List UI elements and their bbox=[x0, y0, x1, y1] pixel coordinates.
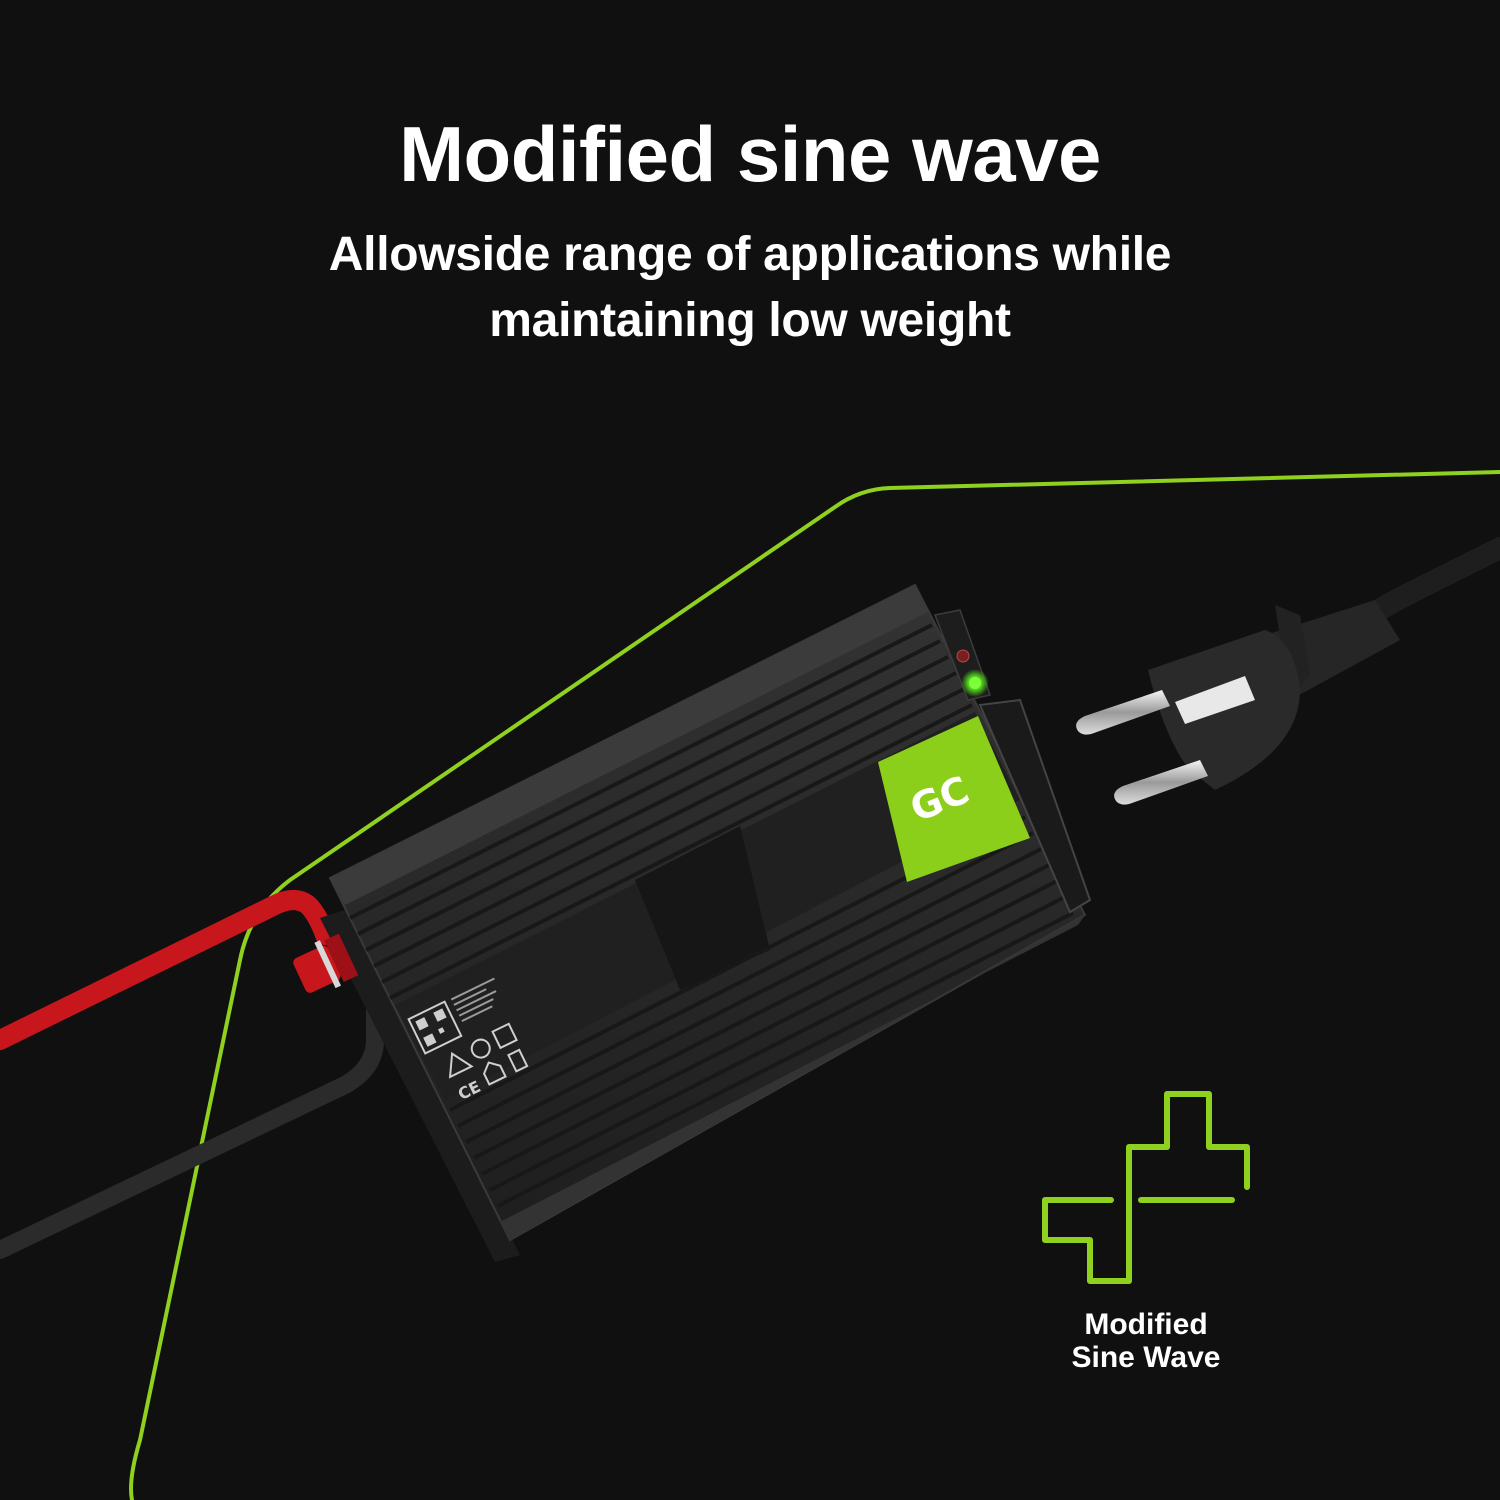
red-cable bbox=[0, 890, 335, 1050]
plug-pin-top bbox=[1076, 690, 1170, 735]
high-voltage-warning-icon bbox=[448, 1051, 474, 1079]
indoor-use-icon bbox=[482, 1061, 507, 1086]
no-disassembly-icon bbox=[470, 1038, 491, 1059]
double-insulation-icon bbox=[491, 1022, 518, 1050]
black-cable bbox=[0, 991, 384, 1259]
page-title: Modified sine wave bbox=[399, 110, 1101, 198]
green-led bbox=[969, 677, 981, 689]
schuko-plug bbox=[1076, 537, 1500, 805]
badge-caption-line1: Modified bbox=[1084, 1308, 1208, 1341]
dc-terminal-red bbox=[293, 933, 359, 993]
weee-bin-icon bbox=[507, 1048, 529, 1073]
qr-code-icon bbox=[407, 1000, 463, 1055]
badge-caption-line2: Sine Wave bbox=[1071, 1341, 1221, 1374]
modified-sine-wave-icon bbox=[1042, 1091, 1250, 1284]
page-subtitle: Allowside range of applications while ma… bbox=[328, 228, 1172, 347]
badge-caption: Modified Sine Wave bbox=[1040, 1308, 1252, 1374]
red-led bbox=[956, 649, 970, 663]
brand-logo: GC bbox=[878, 716, 1030, 882]
plug-pin-bottom bbox=[1114, 760, 1208, 805]
inverter-device: GC bbox=[293, 583, 1092, 1262]
